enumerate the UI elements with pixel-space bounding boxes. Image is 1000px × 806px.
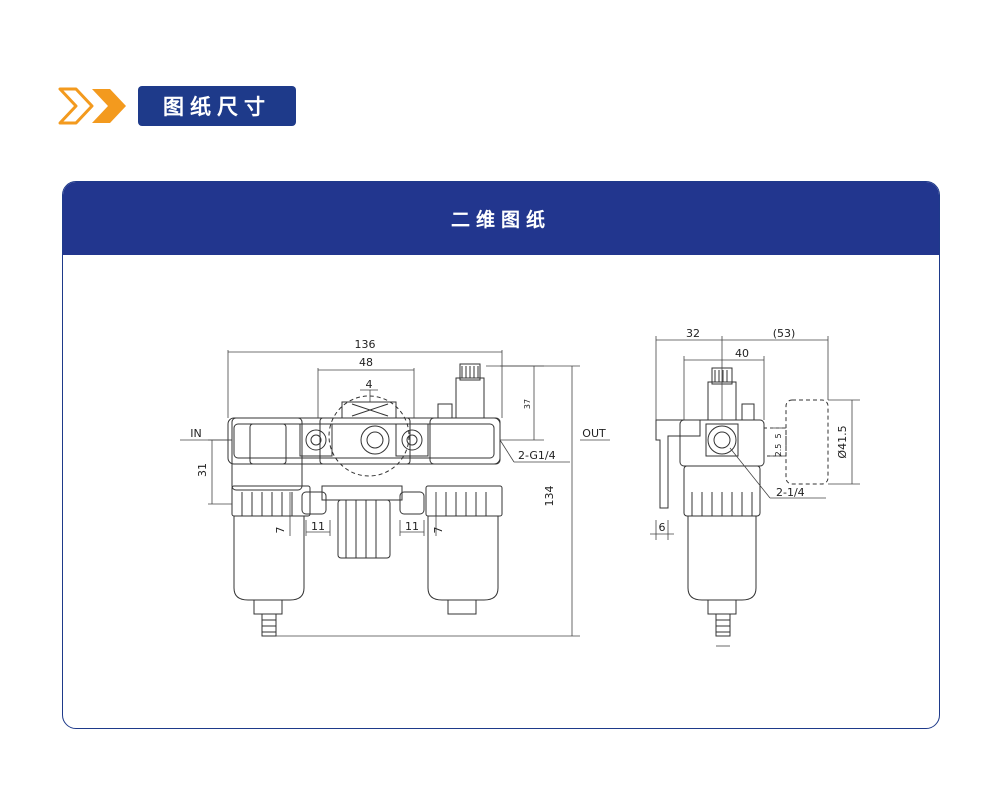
section-title: 图纸尺寸	[138, 86, 296, 126]
side-dimensions	[650, 336, 860, 647]
front-dimensions	[180, 350, 610, 637]
side-dimension-labels: 32 (53) 40 Ø41.5 2-1/4 6 5 2.5	[659, 327, 850, 534]
dim-37: 37	[523, 399, 532, 409]
chevron-right-solid-icon	[92, 89, 126, 123]
front-view	[227, 363, 503, 637]
front-dimension-labels: 136 48 4 37 134 31 IN OUT 2-G1/4 11 11 7…	[190, 338, 606, 534]
card-title: 二维图纸	[63, 182, 939, 255]
chevron-right-outline-icon	[58, 87, 94, 125]
dim-7-right: 7	[432, 527, 445, 534]
dim-small-a: 5	[774, 433, 783, 438]
label-in: IN	[190, 427, 201, 440]
label-out: OUT	[582, 427, 606, 440]
dim-small-b: 2.5	[774, 444, 783, 457]
chevron-decoration	[58, 87, 126, 125]
label-port-side: 2-1/4	[776, 486, 805, 499]
dim-32: 32	[686, 327, 700, 340]
label-port-front: 2-G1/4	[518, 449, 556, 462]
dim-134: 134	[543, 486, 556, 507]
dim-6: 6	[659, 521, 666, 534]
dim-53: (53)	[773, 327, 796, 340]
drawing-card: 二维图纸	[62, 181, 940, 729]
dim-7-left: 7	[274, 527, 287, 534]
dim-40: 40	[735, 347, 749, 360]
dim-gauge-diameter: Ø41.5	[836, 425, 849, 458]
side-view	[655, 367, 829, 637]
dim-11-left: 11	[311, 520, 325, 533]
dim-11-right: 11	[405, 520, 419, 533]
section-header: 图纸尺寸	[56, 84, 316, 128]
dim-48: 48	[359, 356, 373, 369]
dim-4: 4	[366, 378, 373, 391]
dim-31: 31	[196, 463, 209, 477]
dim-136: 136	[355, 338, 376, 351]
